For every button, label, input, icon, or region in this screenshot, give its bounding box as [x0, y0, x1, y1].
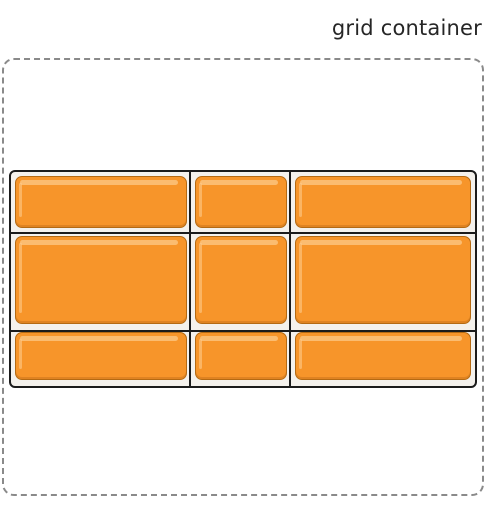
grid-item — [15, 236, 187, 324]
grid — [9, 170, 477, 388]
grid-cell-r1-c2 — [191, 172, 291, 232]
grid-item — [295, 176, 471, 228]
grid-cell-r3-c3 — [291, 328, 475, 384]
grid-item — [195, 332, 287, 380]
grid-container — [2, 58, 484, 496]
grid-item — [295, 236, 471, 324]
grid-cell-r3-c1 — [11, 328, 191, 384]
grid-line-horizontal — [9, 330, 477, 332]
grid-cell-r1-c1 — [11, 172, 191, 232]
grid-item — [15, 176, 187, 228]
grid-item — [195, 236, 287, 324]
grid-item — [295, 332, 471, 380]
grid-cell-r3-c2 — [191, 328, 291, 384]
grid-cell-r2-c2 — [191, 232, 291, 328]
grid-container-label: grid container — [331, 16, 482, 40]
grid-line-horizontal — [9, 232, 477, 234]
grid-item — [195, 176, 287, 228]
grid-item — [15, 332, 187, 380]
grid-cell-r2-c1 — [11, 232, 191, 328]
grid-line-vertical — [189, 170, 191, 388]
grid-cell-r2-c3 — [291, 232, 475, 328]
grid-cell-r1-c3 — [291, 172, 475, 232]
grid-line-vertical — [289, 170, 291, 388]
